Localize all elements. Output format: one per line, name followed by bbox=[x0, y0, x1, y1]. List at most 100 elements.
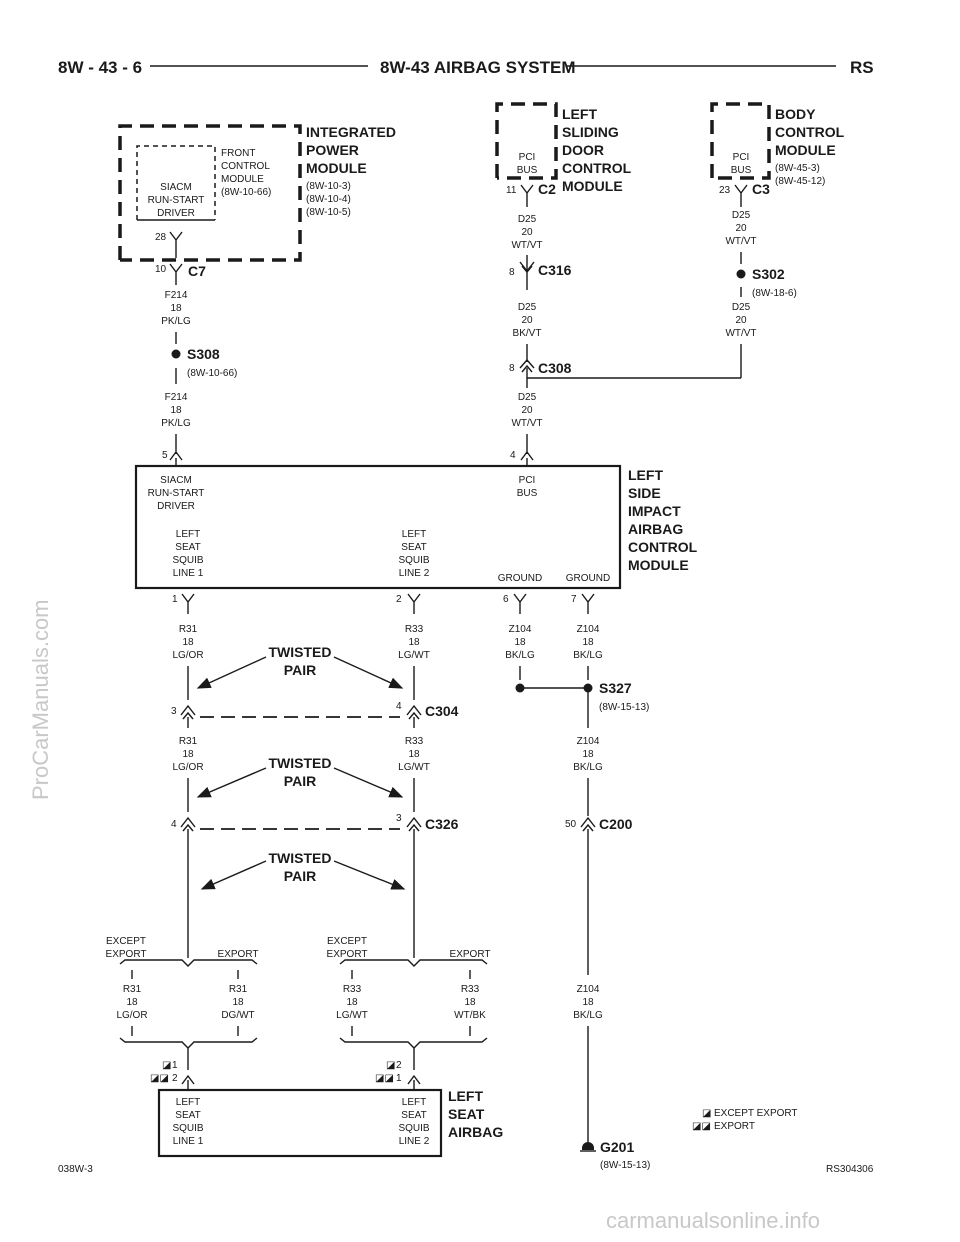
svg-text:LEFT: LEFT bbox=[176, 529, 200, 540]
svg-text:LG/WT: LG/WT bbox=[398, 650, 430, 661]
svg-text:PCI: PCI bbox=[519, 152, 536, 163]
svg-text:D25: D25 bbox=[518, 302, 537, 313]
svg-text:3: 3 bbox=[171, 706, 177, 717]
left-seat-airbag: LEFT SEAT SQUIB LINE 1 LEFT SEAT SQUIB L… bbox=[157, 1088, 503, 1158]
c7-pin: 10 bbox=[155, 264, 167, 275]
svg-text:R33: R33 bbox=[343, 984, 362, 995]
svg-text:Z104: Z104 bbox=[509, 624, 532, 635]
svg-text:Z104: Z104 bbox=[577, 736, 600, 747]
svg-text:LINE 2: LINE 2 bbox=[399, 1136, 430, 1147]
svg-text:18: 18 bbox=[408, 637, 420, 648]
svg-text:PAIR: PAIR bbox=[284, 773, 316, 789]
svg-text:R31: R31 bbox=[229, 984, 248, 995]
header-page-number: 8W - 43 - 6 bbox=[58, 58, 142, 77]
fcm-label-2: CONTROL bbox=[221, 161, 270, 172]
svg-text:◪◪: ◪◪ bbox=[375, 1073, 394, 1084]
s308-label: S308 bbox=[187, 346, 220, 362]
fcm-siacm-label-2: RUN-START bbox=[148, 195, 205, 206]
wire-z104-mid: Z104 18 BK/LG bbox=[573, 736, 603, 816]
svg-text:LEFT: LEFT bbox=[448, 1088, 483, 1104]
svg-text:EXPORT: EXPORT bbox=[327, 949, 368, 960]
svg-text:D25: D25 bbox=[518, 214, 537, 225]
svg-text:CONTROL: CONTROL bbox=[775, 124, 845, 140]
svg-text:20: 20 bbox=[735, 223, 747, 234]
svg-text:WT/VT: WT/VT bbox=[725, 236, 756, 247]
svg-text:PK/LG: PK/LG bbox=[161, 418, 191, 429]
svg-text:6: 6 bbox=[503, 594, 509, 605]
ipm-pin-28: 28 bbox=[155, 232, 167, 243]
footer-left: 038W-3 bbox=[58, 1164, 93, 1175]
wire-f214-upper: F214 18 PK/LG bbox=[161, 290, 191, 344]
svg-text:LEFT: LEFT bbox=[402, 529, 426, 540]
svg-text:SQUIB: SQUIB bbox=[172, 555, 203, 566]
svg-text:BUS: BUS bbox=[517, 165, 538, 176]
svg-text:BUS: BUS bbox=[731, 165, 752, 176]
svg-text:LG/OR: LG/OR bbox=[172, 650, 203, 661]
svg-text:BUS: BUS bbox=[517, 488, 538, 499]
export-branch-r31: EXCEPT EXPORT EXPORT R31 18 LG/OR R31 18… bbox=[106, 936, 258, 1070]
svg-text:D25: D25 bbox=[518, 392, 537, 403]
svg-text:EXPORT: EXPORT bbox=[450, 949, 491, 960]
wire-d25-bcm-upper: D25 20 WT/VT bbox=[725, 210, 757, 264]
connector-c7: 10 C7 bbox=[155, 263, 206, 285]
svg-text:18: 18 bbox=[232, 997, 244, 1008]
svg-text:CONTROL: CONTROL bbox=[562, 160, 632, 176]
wire-r31-upper: R31 18 LG/OR bbox=[172, 624, 204, 700]
ipm-ref-2: (8W-10-4) bbox=[306, 194, 351, 205]
export-branch-r33: EXCEPT EXPORT EXPORT R33 18 LG/WT R33 18… bbox=[327, 936, 491, 1070]
ipm-ref-1: (8W-10-3) bbox=[306, 181, 351, 192]
svg-text:1: 1 bbox=[172, 594, 178, 605]
svg-text:LINE 1: LINE 1 bbox=[173, 568, 204, 579]
svg-text:2: 2 bbox=[396, 594, 402, 605]
svg-text:TWISTED: TWISTED bbox=[269, 755, 332, 771]
svg-text:R31: R31 bbox=[179, 624, 198, 635]
svg-text:SQUIB: SQUIB bbox=[398, 1123, 429, 1134]
svg-text:S302: S302 bbox=[752, 266, 785, 282]
svg-text:LG/WT: LG/WT bbox=[336, 1010, 368, 1021]
svg-text:SEAT: SEAT bbox=[401, 542, 426, 553]
svg-text:20: 20 bbox=[521, 227, 533, 238]
svg-text:2: 2 bbox=[172, 1073, 178, 1084]
svg-text:SIACM: SIACM bbox=[160, 475, 192, 486]
svg-text:WT/VT: WT/VT bbox=[511, 240, 542, 251]
svg-text:C200: C200 bbox=[599, 816, 633, 832]
header-title: 8W-43 AIRBAG SYSTEM bbox=[380, 58, 576, 77]
bottom-watermark: carmanualsonline.info bbox=[606, 1208, 820, 1233]
svg-text:◪: ◪ bbox=[702, 1108, 711, 1119]
svg-text:18: 18 bbox=[408, 749, 420, 760]
svg-text:(8W-15-13): (8W-15-13) bbox=[600, 1160, 650, 1171]
c308-label: C308 bbox=[538, 360, 572, 376]
svg-text:18: 18 bbox=[126, 997, 138, 1008]
twisted-pair-label-2: TWISTED PAIR bbox=[196, 755, 404, 798]
wire-r33-mid: R33 18 LG/WT bbox=[398, 736, 430, 812]
svg-text:D25: D25 bbox=[732, 210, 751, 221]
svg-text:IMPACT: IMPACT bbox=[628, 503, 681, 519]
svg-text:◪: ◪ bbox=[162, 1060, 171, 1071]
svg-text:3: 3 bbox=[396, 813, 402, 824]
svg-text:LEFT: LEFT bbox=[402, 1097, 426, 1108]
svg-text:LG/WT: LG/WT bbox=[398, 762, 430, 773]
svg-text:18: 18 bbox=[170, 405, 182, 416]
svg-text:MODULE: MODULE bbox=[775, 142, 836, 158]
svg-text:R33: R33 bbox=[461, 984, 480, 995]
svg-text:◪: ◪ bbox=[386, 1060, 395, 1071]
svg-text:SLIDING: SLIDING bbox=[562, 124, 619, 140]
page-header: 8W - 43 - 6 8W-43 AIRBAG SYSTEM RS bbox=[58, 58, 874, 77]
svg-text:TWISTED: TWISTED bbox=[269, 644, 332, 660]
svg-text:DOOR: DOOR bbox=[562, 142, 604, 158]
c3-label: C3 bbox=[752, 181, 770, 197]
svg-text:SEAT: SEAT bbox=[401, 1110, 426, 1121]
svg-text:18: 18 bbox=[346, 997, 358, 1008]
svg-text:Z104: Z104 bbox=[577, 984, 600, 995]
svg-text:SEAT: SEAT bbox=[175, 1110, 200, 1121]
svg-text:F214: F214 bbox=[165, 290, 188, 301]
footer-right: RS304306 bbox=[826, 1164, 874, 1175]
svg-text:CONTROL: CONTROL bbox=[628, 539, 698, 555]
svg-text:PK/LG: PK/LG bbox=[161, 316, 191, 327]
splice-s302: S302 (8W-18-6) bbox=[736, 266, 797, 299]
fcm-siacm-label-3: DRIVER bbox=[157, 208, 195, 219]
wire-z104-pin6: Z104 18 BK/LG bbox=[505, 624, 535, 680]
wire-d25-bcm-lower: D25 20 WT/VT bbox=[725, 302, 757, 378]
svg-text:PCI: PCI bbox=[519, 475, 536, 486]
svg-text:4: 4 bbox=[396, 701, 402, 712]
